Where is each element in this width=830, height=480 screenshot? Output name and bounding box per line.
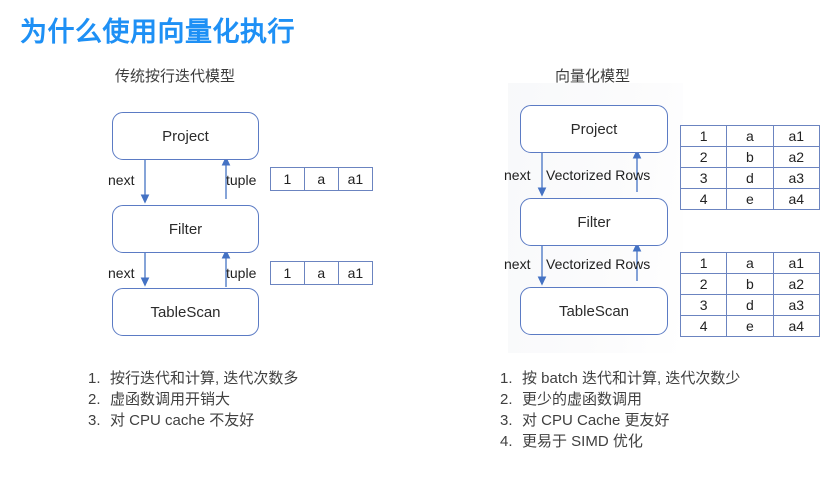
right-operator-project[interactable]: Project: [520, 105, 668, 153]
right-operator-filter[interactable]: Filter: [520, 198, 668, 246]
table-cell: a3: [772, 294, 821, 316]
table-cell: 3: [679, 294, 728, 316]
table-cell: 4: [679, 315, 728, 337]
right-operator-tablescan-label: TableScan: [558, 302, 630, 320]
list-item: 1. 按 batch 迭代和计算, 迭代次数少: [500, 368, 740, 389]
right-diagram-panel: 向量化模型 Project Filter TableScan next: [490, 55, 830, 475]
list-item: 1. 按行迭代和计算, 迭代次数多: [88, 368, 298, 389]
left-operator-filter-label: Filter: [168, 220, 203, 238]
list-item-text: 更易于 SIMD 优化: [522, 433, 643, 450]
list-item-text: 按 batch 迭代和计算, 迭代次数少: [522, 370, 741, 387]
table-cell: a1: [772, 252, 821, 274]
list-item: 2. 虚函数调用开销大: [88, 389, 298, 410]
list-item: 3. 对 CPU cache 不友好: [88, 410, 298, 431]
left-edge-label-tuple-2: tuple: [226, 265, 257, 281]
right-edge-label-next-2: next: [504, 256, 531, 272]
left-diagram-panel: 传统按行迭代模型 Project Filter TableScan ne: [60, 55, 410, 475]
table-cell: b: [726, 146, 774, 168]
table-cell: a1: [337, 167, 374, 191]
left-bullet-list: 1. 按行迭代和计算, 迭代次数多 2. 虚函数调用开销大 3. 对 CPU cache …: [88, 368, 298, 431]
left-operator-project[interactable]: Project: [112, 112, 259, 160]
right-bullet-list: 1. 按 batch 迭代和计算, 迭代次数少 2. 更少的虚函数调用 3. 对 CPU …: [500, 368, 740, 452]
table-cell: a1: [772, 125, 821, 147]
table-cell: d: [726, 294, 774, 316]
table-cell: 1: [679, 252, 728, 274]
right-operator-filter-label: Filter: [577, 213, 611, 231]
left-operator-tablescan[interactable]: TableScan: [112, 288, 259, 336]
table-cell: a3: [772, 167, 821, 189]
page-title: 为什么使用向量化执行: [20, 17, 295, 47]
list-item-text: 对 CPU cache 不友好: [110, 412, 255, 429]
left-operator-tablescan-label: TableScan: [150, 303, 221, 321]
left-operator-filter[interactable]: Filter: [112, 205, 259, 253]
list-item-text: 按行迭代和计算, 迭代次数多: [110, 370, 299, 387]
list-item: 4. 更易于 SIMD 优化: [500, 431, 740, 452]
table-cell: 4: [679, 188, 728, 210]
list-item-number: 1.: [88, 370, 101, 387]
list-item: 3. 对 CPU Cache 更友好: [500, 410, 740, 431]
left-operator-project-label: Project: [162, 127, 209, 145]
left-edge-label-next-2: next: [108, 265, 135, 281]
list-item-number: 4.: [500, 433, 513, 450]
table-cell: a2: [772, 146, 821, 168]
table-cell: a: [726, 252, 774, 274]
right-edge-label-vectorized-1: Vectorized Rows: [546, 167, 651, 183]
table-cell: 2: [679, 146, 728, 168]
table-cell: a: [726, 125, 774, 147]
table-cell: e: [726, 315, 774, 337]
right-edge-label-vectorized-2: Vectorized Rows: [546, 256, 651, 272]
left-diagram-title: 传统按行迭代模型: [115, 68, 236, 85]
list-item-number: 1.: [500, 370, 513, 387]
table-cell: 1: [270, 167, 305, 191]
right-diagram-title: 向量化模型: [555, 68, 631, 85]
table-cell: 3: [679, 167, 728, 189]
table-cell: a4: [772, 188, 821, 210]
right-operator-project-label: Project: [570, 120, 618, 138]
table-cell: 1: [679, 125, 728, 147]
table-cell: 1: [270, 261, 305, 285]
list-item-number: 3.: [88, 412, 101, 429]
right-operator-tablescan[interactable]: TableScan: [520, 287, 668, 335]
list-item: 2. 更少的虚函数调用: [500, 389, 740, 410]
table-cell: e: [726, 188, 774, 210]
table-cell: b: [726, 273, 774, 295]
list-item-number: 2.: [500, 391, 513, 408]
table-cell: a4: [772, 315, 821, 337]
table-cell: a2: [772, 273, 821, 295]
right-edge-label-next-1: next: [504, 167, 531, 183]
list-item-number: 2.: [88, 391, 101, 408]
list-item-text: 虚函数调用开销大: [110, 391, 231, 408]
table-cell: 2: [679, 273, 728, 295]
table-cell: a: [303, 261, 339, 285]
left-edge-label-next-1: next: [108, 172, 135, 188]
list-item-number: 3.: [500, 412, 513, 429]
list-item-text: 更少的虚函数调用: [522, 391, 643, 408]
table-cell: d: [726, 167, 774, 189]
table-cell: a: [303, 167, 339, 191]
left-edge-label-tuple-1: tuple: [226, 172, 257, 188]
table-cell: a1: [337, 261, 374, 285]
list-item-text: 对 CPU Cache 更友好: [522, 412, 670, 429]
